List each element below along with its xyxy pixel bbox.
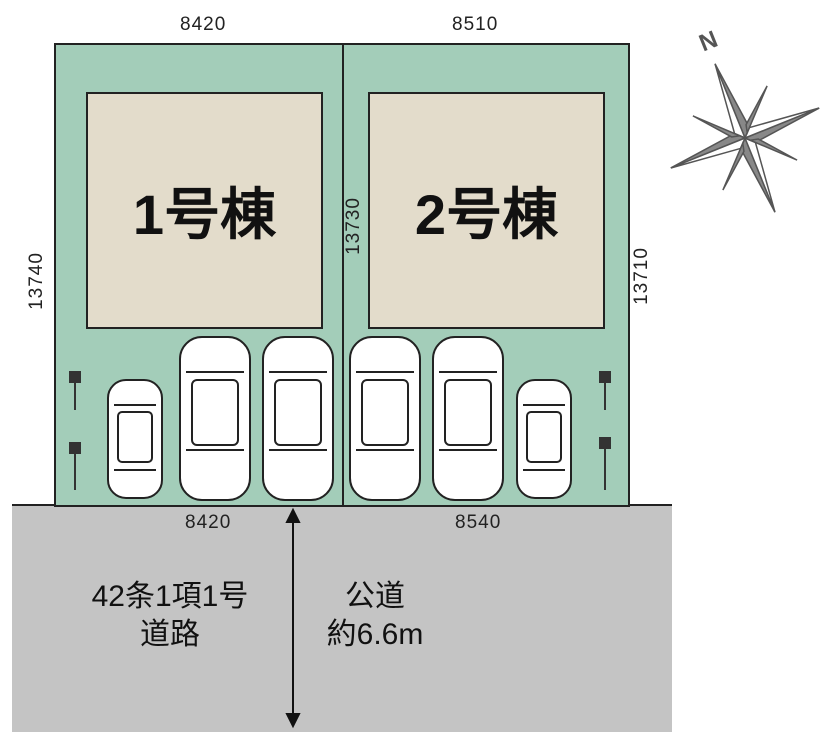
road-type-line1: 42条1項1号 (91, 580, 249, 613)
lot-1-top-width: 8420 (180, 14, 227, 35)
road-width: 約6.6m (326, 618, 424, 651)
car-small (107, 379, 163, 499)
car-large (262, 336, 334, 501)
road-public: 公道 (345, 580, 405, 613)
car-large (179, 336, 251, 501)
house-2-label: 2号棟 (414, 183, 559, 246)
lot-1-bottom-width: 8420 (185, 512, 232, 533)
bicycles (69, 371, 611, 490)
bicycle-icon (599, 371, 611, 410)
cars (107, 336, 572, 501)
house-1: 1号棟 (86, 92, 323, 329)
house-1-label: 1号棟 (132, 183, 277, 246)
bicycle-icon (69, 371, 81, 410)
car-large (432, 336, 504, 501)
road-width-arrow (285, 507, 301, 729)
road-public-label: 公道 約6.6m (300, 578, 450, 654)
lot-2-top-width: 8510 (452, 14, 499, 35)
car-large (349, 336, 421, 501)
bicycle-icon (69, 442, 81, 490)
compass-icon (670, 63, 820, 213)
house-2: 2号棟 (368, 92, 605, 329)
lot-2-bottom-width: 8540 (455, 512, 502, 533)
bicycle-icon (599, 437, 611, 490)
road (12, 504, 672, 732)
road-type-label: 42条1項1号 道路 (55, 578, 285, 654)
car-small (516, 379, 572, 499)
road-type-line2: 道路 (140, 618, 200, 651)
